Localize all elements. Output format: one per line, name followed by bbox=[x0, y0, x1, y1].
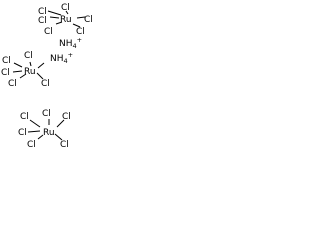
chlorine-atom: Cl bbox=[1, 68, 10, 78]
ammonium-ion-2: NH4+ bbox=[50, 51, 73, 65]
svg-text:NH4+: NH4+ bbox=[59, 36, 82, 50]
bond bbox=[49, 16, 60, 19]
chlorine-atom: Cl bbox=[76, 27, 85, 37]
ammonium-charge: + bbox=[77, 36, 82, 44]
bond bbox=[27, 130, 41, 133]
ammonium-ion-1: NH4+ bbox=[59, 36, 82, 50]
chlorine-atom: Cl bbox=[27, 140, 36, 150]
ammonium-base: NH bbox=[59, 39, 73, 49]
chlorine-atom: Cl bbox=[18, 128, 27, 138]
ruthenium-complex-3: Cl Cl Cl Cl Ru Cl Cl bbox=[18, 109, 71, 150]
bond bbox=[54, 133, 63, 141]
chlorine-atom: Cl bbox=[84, 15, 93, 25]
bond bbox=[72, 23, 81, 28]
bond bbox=[29, 119, 41, 128]
ruthenium-complex-2: Cl Cl Ru Cl Cl Cl bbox=[1, 51, 50, 89]
svg-text:NH4+: NH4+ bbox=[50, 51, 73, 65]
bond bbox=[65, 10, 69, 15]
chlorine-atom: Cl bbox=[38, 7, 47, 17]
bond bbox=[47, 10, 62, 16]
ruthenium-complex-1: Cl Cl Ru Cl Cl Cl Cl bbox=[38, 3, 93, 37]
chlorine-atom: Cl bbox=[60, 140, 69, 150]
bond bbox=[19, 73, 27, 79]
bond bbox=[29, 61, 32, 67]
bond bbox=[37, 134, 44, 140]
bond bbox=[12, 70, 23, 73]
bond bbox=[56, 119, 65, 128]
chlorine-atom: Cl bbox=[61, 3, 70, 13]
bond bbox=[37, 62, 45, 69]
chlorine-atom: Cl bbox=[44, 27, 53, 37]
chlorine-atom: Cl bbox=[41, 79, 50, 89]
ammonium-subscript: 4 bbox=[73, 42, 77, 50]
structure-diagram: Cl Cl Ru Cl Cl Cl Cl NH4+ NH4+ bbox=[0, 0, 101, 165]
ammonium-base: NH bbox=[50, 54, 64, 64]
molecule-drawing: Cl Cl Ru Cl Cl Cl Cl NH4+ NH4+ bbox=[1, 3, 93, 150]
chlorine-atom: Cl bbox=[24, 51, 33, 61]
bond bbox=[76, 16, 86, 19]
bond bbox=[13, 62, 23, 68]
ammonium-subscript: 4 bbox=[64, 57, 68, 65]
ruthenium-atom: Ru bbox=[60, 15, 72, 25]
chlorine-atom: Cl bbox=[38, 16, 47, 26]
chlorine-atom: Cl bbox=[42, 109, 51, 119]
ruthenium-atom: Ru bbox=[24, 67, 36, 77]
ruthenium-atom: Ru bbox=[43, 128, 55, 138]
chlorine-atom: Cl bbox=[62, 112, 71, 122]
chlorine-atom: Cl bbox=[20, 112, 29, 122]
bond bbox=[36, 72, 44, 80]
chlorine-atom: Cl bbox=[2, 56, 11, 66]
ammonium-charge: + bbox=[68, 51, 73, 59]
bond bbox=[55, 21, 63, 25]
chlorine-atom: Cl bbox=[8, 79, 17, 89]
